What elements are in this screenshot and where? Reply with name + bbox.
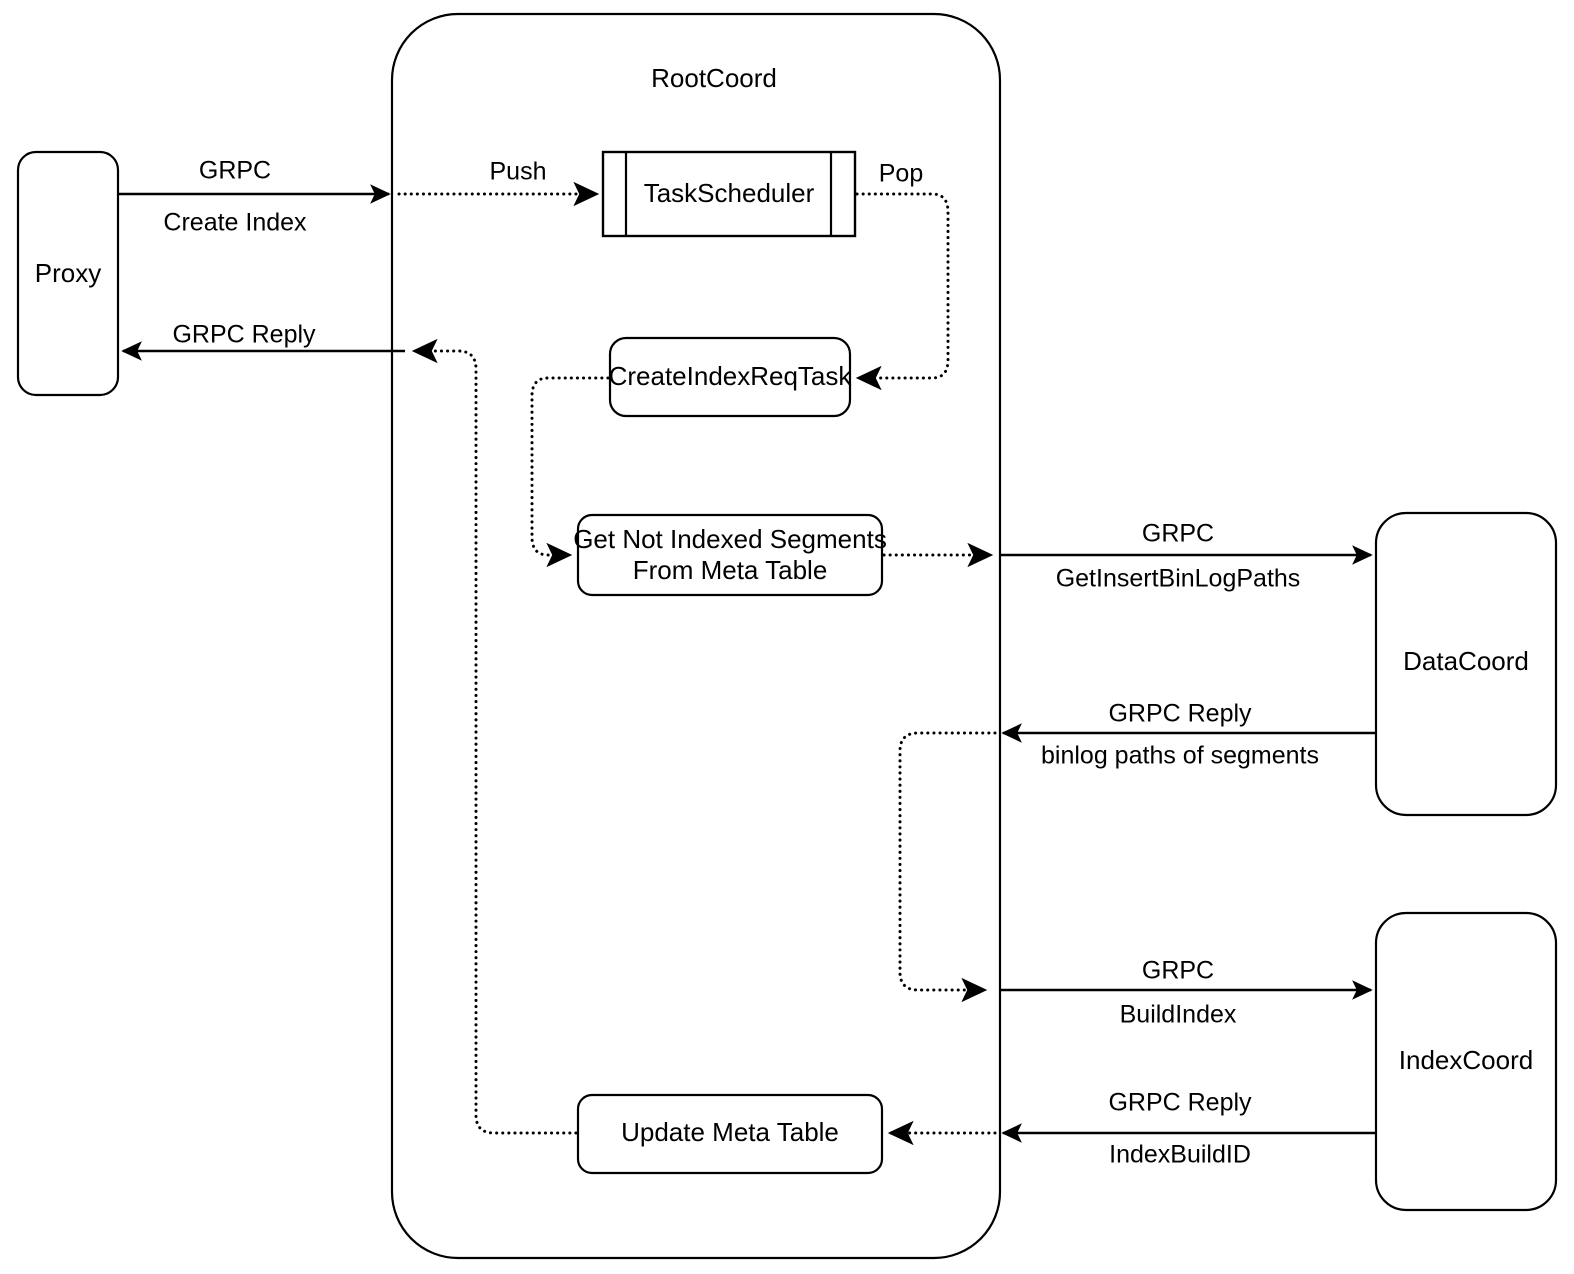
edge-label-build-index: BuildIndex xyxy=(1120,1001,1237,1029)
edge-label-grpc-1: GRPC xyxy=(199,157,271,185)
get-not-indexed-segments-label-line1: Get Not Indexed Segments xyxy=(573,524,887,554)
rootcoord-label: RootCoord xyxy=(651,63,777,93)
container-rootcoord: RootCoord xyxy=(390,12,1002,1260)
edge-label-grpc-reply-data: GRPC Reply xyxy=(1108,700,1252,728)
edge-proxy-to-rootcoord: GRPC Create Index xyxy=(118,157,391,237)
node-indexcoord[interactable]: IndexCoord xyxy=(1374,911,1558,1212)
create-index-req-task-label: CreateIndexReqTask xyxy=(609,361,853,391)
indexcoord-label: IndexCoord xyxy=(1399,1045,1533,1075)
proxy-box[interactable] xyxy=(16,150,120,397)
edge-binlog-routing-to-buildindex xyxy=(898,731,997,1003)
edge-pop-to-create-index-req-task: Pop xyxy=(855,160,950,391)
edge-label-binlog-paths: binlog paths of segments xyxy=(1041,742,1319,770)
node-task-scheduler[interactable]: TaskScheduler xyxy=(601,150,857,238)
edge-update-meta-table-to-proxy-dotted xyxy=(411,338,578,1135)
get-not-indexed-segments-label-line2: From Meta Table xyxy=(633,555,828,585)
edge-label-grpc-reply-proxy: GRPC Reply xyxy=(172,321,316,349)
update-meta-table-box[interactable] xyxy=(576,1093,884,1175)
node-create-index-req-task[interactable]: CreateIndexReqTask xyxy=(608,336,853,418)
edge-label-grpc-3: GRPC xyxy=(1142,957,1214,985)
node-get-not-indexed-segments[interactable]: Get Not Indexed Segments From Meta Table xyxy=(573,513,887,597)
edge-binlog-routing-line xyxy=(898,731,997,1003)
task-scheduler-label: TaskScheduler xyxy=(644,178,815,208)
create-index-req-task-box[interactable] xyxy=(608,336,852,418)
edge-label-grpc-reply-index: GRPC Reply xyxy=(1108,1089,1252,1117)
get-not-indexed-segments-box[interactable] xyxy=(576,513,884,597)
edge-datacoord-to-rootcoord: GRPC Reply binlog paths of segments xyxy=(1001,700,1376,770)
update-meta-table-label: Update Meta Table xyxy=(621,1117,839,1147)
edge-push-to-task-scheduler: Push xyxy=(397,158,600,207)
task-scheduler-box[interactable] xyxy=(601,150,857,238)
edge-indexcoord-to-rootcoord: GRPC Reply IndexBuildID xyxy=(1001,1089,1376,1169)
rootcoord-boundary xyxy=(390,12,1002,1260)
datacoord-label: DataCoord xyxy=(1403,646,1529,676)
edge-label-get-insert-binlog-paths: GetInsertBinLogPaths xyxy=(1056,565,1301,593)
edge-rootcoord-to-datacoord: GRPC GetInsertBinLogPaths xyxy=(999,520,1373,593)
edge-pop-line xyxy=(855,192,950,391)
indexcoord-box[interactable] xyxy=(1374,911,1558,1212)
edge-rootcoord-to-indexcoord: GRPC BuildIndex xyxy=(999,957,1373,1029)
edge-label-pop: Pop xyxy=(879,160,923,188)
node-proxy[interactable]: Proxy xyxy=(16,150,120,397)
edge-label-index-build-id: IndexBuildID xyxy=(1109,1141,1251,1169)
edge-label-push: Push xyxy=(490,158,547,186)
proxy-label: Proxy xyxy=(35,258,101,288)
datacoord-box[interactable] xyxy=(1374,511,1558,817)
edge-req-task-to-get-segments xyxy=(530,376,610,568)
edge-label-create-index: Create Index xyxy=(163,209,307,237)
node-update-meta-table[interactable]: Update Meta Table xyxy=(576,1093,884,1175)
edge-label-grpc-2: GRPC xyxy=(1142,520,1214,548)
node-datacoord[interactable]: DataCoord xyxy=(1374,511,1558,817)
edge-req-task-to-get-segments-line xyxy=(530,376,610,568)
edge-update-meta-table-to-proxy: GRPC Reply xyxy=(121,321,578,1135)
